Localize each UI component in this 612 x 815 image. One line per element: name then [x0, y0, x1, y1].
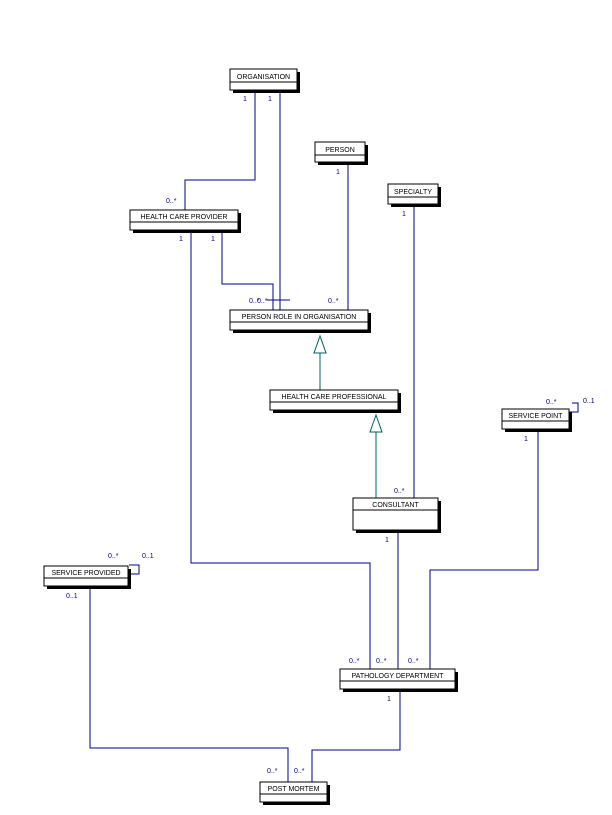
- class-person-label: PERSON: [325, 147, 355, 154]
- class-pathology-department-label: PATHOLOGY DEPARTMENT: [352, 673, 445, 680]
- class-consultant-label: CONSULTANT: [372, 502, 419, 509]
- mult-specialty-1: 1: [402, 211, 406, 218]
- mult-pd-many-c: 0..*: [408, 658, 419, 665]
- mult-sp-self-one: 0..1: [583, 398, 595, 405]
- class-post-mortem-label: POST MORTEM: [268, 786, 320, 793]
- class-specialty-label: SPECIALTY: [394, 189, 432, 196]
- assoc-provider-pathology: [190, 233, 371, 670]
- class-service-provided-label: SERVICE PROVIDED: [51, 570, 120, 577]
- class-health-care-provider-label: HEALTH CARE PROVIDER: [141, 214, 228, 221]
- mult-pro-many-a: 0..*: [249, 298, 260, 305]
- mult-pd-many-b: 0..*: [376, 658, 387, 665]
- class-pathology-department[interactable]: PATHOLOGY DEPARTMENT: [339, 668, 458, 692]
- assoc-pathology-post-mortem: [311, 692, 401, 782]
- mult-hcp-1a: 1: [179, 236, 183, 243]
- mult-sp-self-many: 0..*: [546, 399, 557, 406]
- mult-pd-many-a: 0..*: [349, 658, 360, 665]
- assoc-service-provided-post-mortem: [89, 589, 289, 782]
- assoc-provider-person-role: [221, 233, 274, 310]
- mult-hcp-1b: 1: [211, 236, 215, 243]
- mult-pro-many-b: 0..*: [257, 298, 268, 305]
- class-person[interactable]: PERSON: [314, 141, 368, 165]
- association-lines: [89, 93, 579, 782]
- class-specialty[interactable]: SPECIALTY: [387, 183, 441, 207]
- class-consultant[interactable]: CONSULTANT: [352, 497, 441, 533]
- class-service-provided[interactable]: SERVICE PROVIDED: [43, 565, 131, 589]
- class-organisation[interactable]: ORGANISATION: [229, 68, 300, 93]
- gen-consultant-to-professional-arrow: [369, 413, 383, 433]
- mult-hcp-many: 0..*: [166, 198, 177, 205]
- mult-svc-self-many: 0..*: [108, 553, 119, 560]
- mult-consultant-many: 0..*: [394, 488, 405, 495]
- assoc-organisation-health-care-provider: [184, 93, 256, 210]
- mult-sp-1: 1: [524, 436, 528, 443]
- class-service-point-label: SERVICE POINT: [509, 413, 564, 420]
- mult-svc-self-one: 0..1: [142, 553, 154, 560]
- class-service-point[interactable]: SERVICE POINT: [501, 408, 572, 432]
- class-post-mortem[interactable]: POST MORTEM: [259, 781, 330, 805]
- generalization-lines: [313, 334, 383, 498]
- gen-professional-to-role-arrow: [313, 334, 327, 354]
- mult-svc-01: 0..1: [66, 593, 78, 600]
- class-organisation-label: ORGANISATION: [237, 74, 290, 81]
- class-health-care-provider[interactable]: HEALTH CARE PROVIDER: [129, 209, 241, 233]
- mult-pro-many-c: 0..*: [328, 298, 339, 305]
- assoc-service-point-pathology: [429, 432, 539, 670]
- mult-org-1b: 1: [268, 96, 272, 103]
- mult-person-1: 1: [336, 169, 340, 176]
- class-health-care-professional[interactable]: HEALTH CARE PROFESSIONAL: [269, 389, 401, 413]
- class-health-care-professional-label: HEALTH CARE PROFESSIONAL: [282, 394, 387, 401]
- class-person-role-in-organisation[interactable]: PERSON ROLE IN ORGANISATION: [229, 309, 371, 333]
- mult-org-1a: 1: [243, 96, 247, 103]
- mult-pm-many-a: 0..*: [267, 768, 278, 775]
- class-person-role-in-organisation-label: PERSON ROLE IN ORGANISATION: [242, 314, 357, 321]
- mult-consultant-1: 1: [385, 537, 389, 544]
- assoc-service-provided-self: [125, 564, 140, 575]
- mult-pd-1: 1: [387, 696, 391, 703]
- multiplicity-labels: 1 1 0..* 1 1 1 1 0..* 0..* 0..* 0..* 0..…: [66, 96, 595, 775]
- mult-pm-many-b: 0..*: [294, 768, 305, 775]
